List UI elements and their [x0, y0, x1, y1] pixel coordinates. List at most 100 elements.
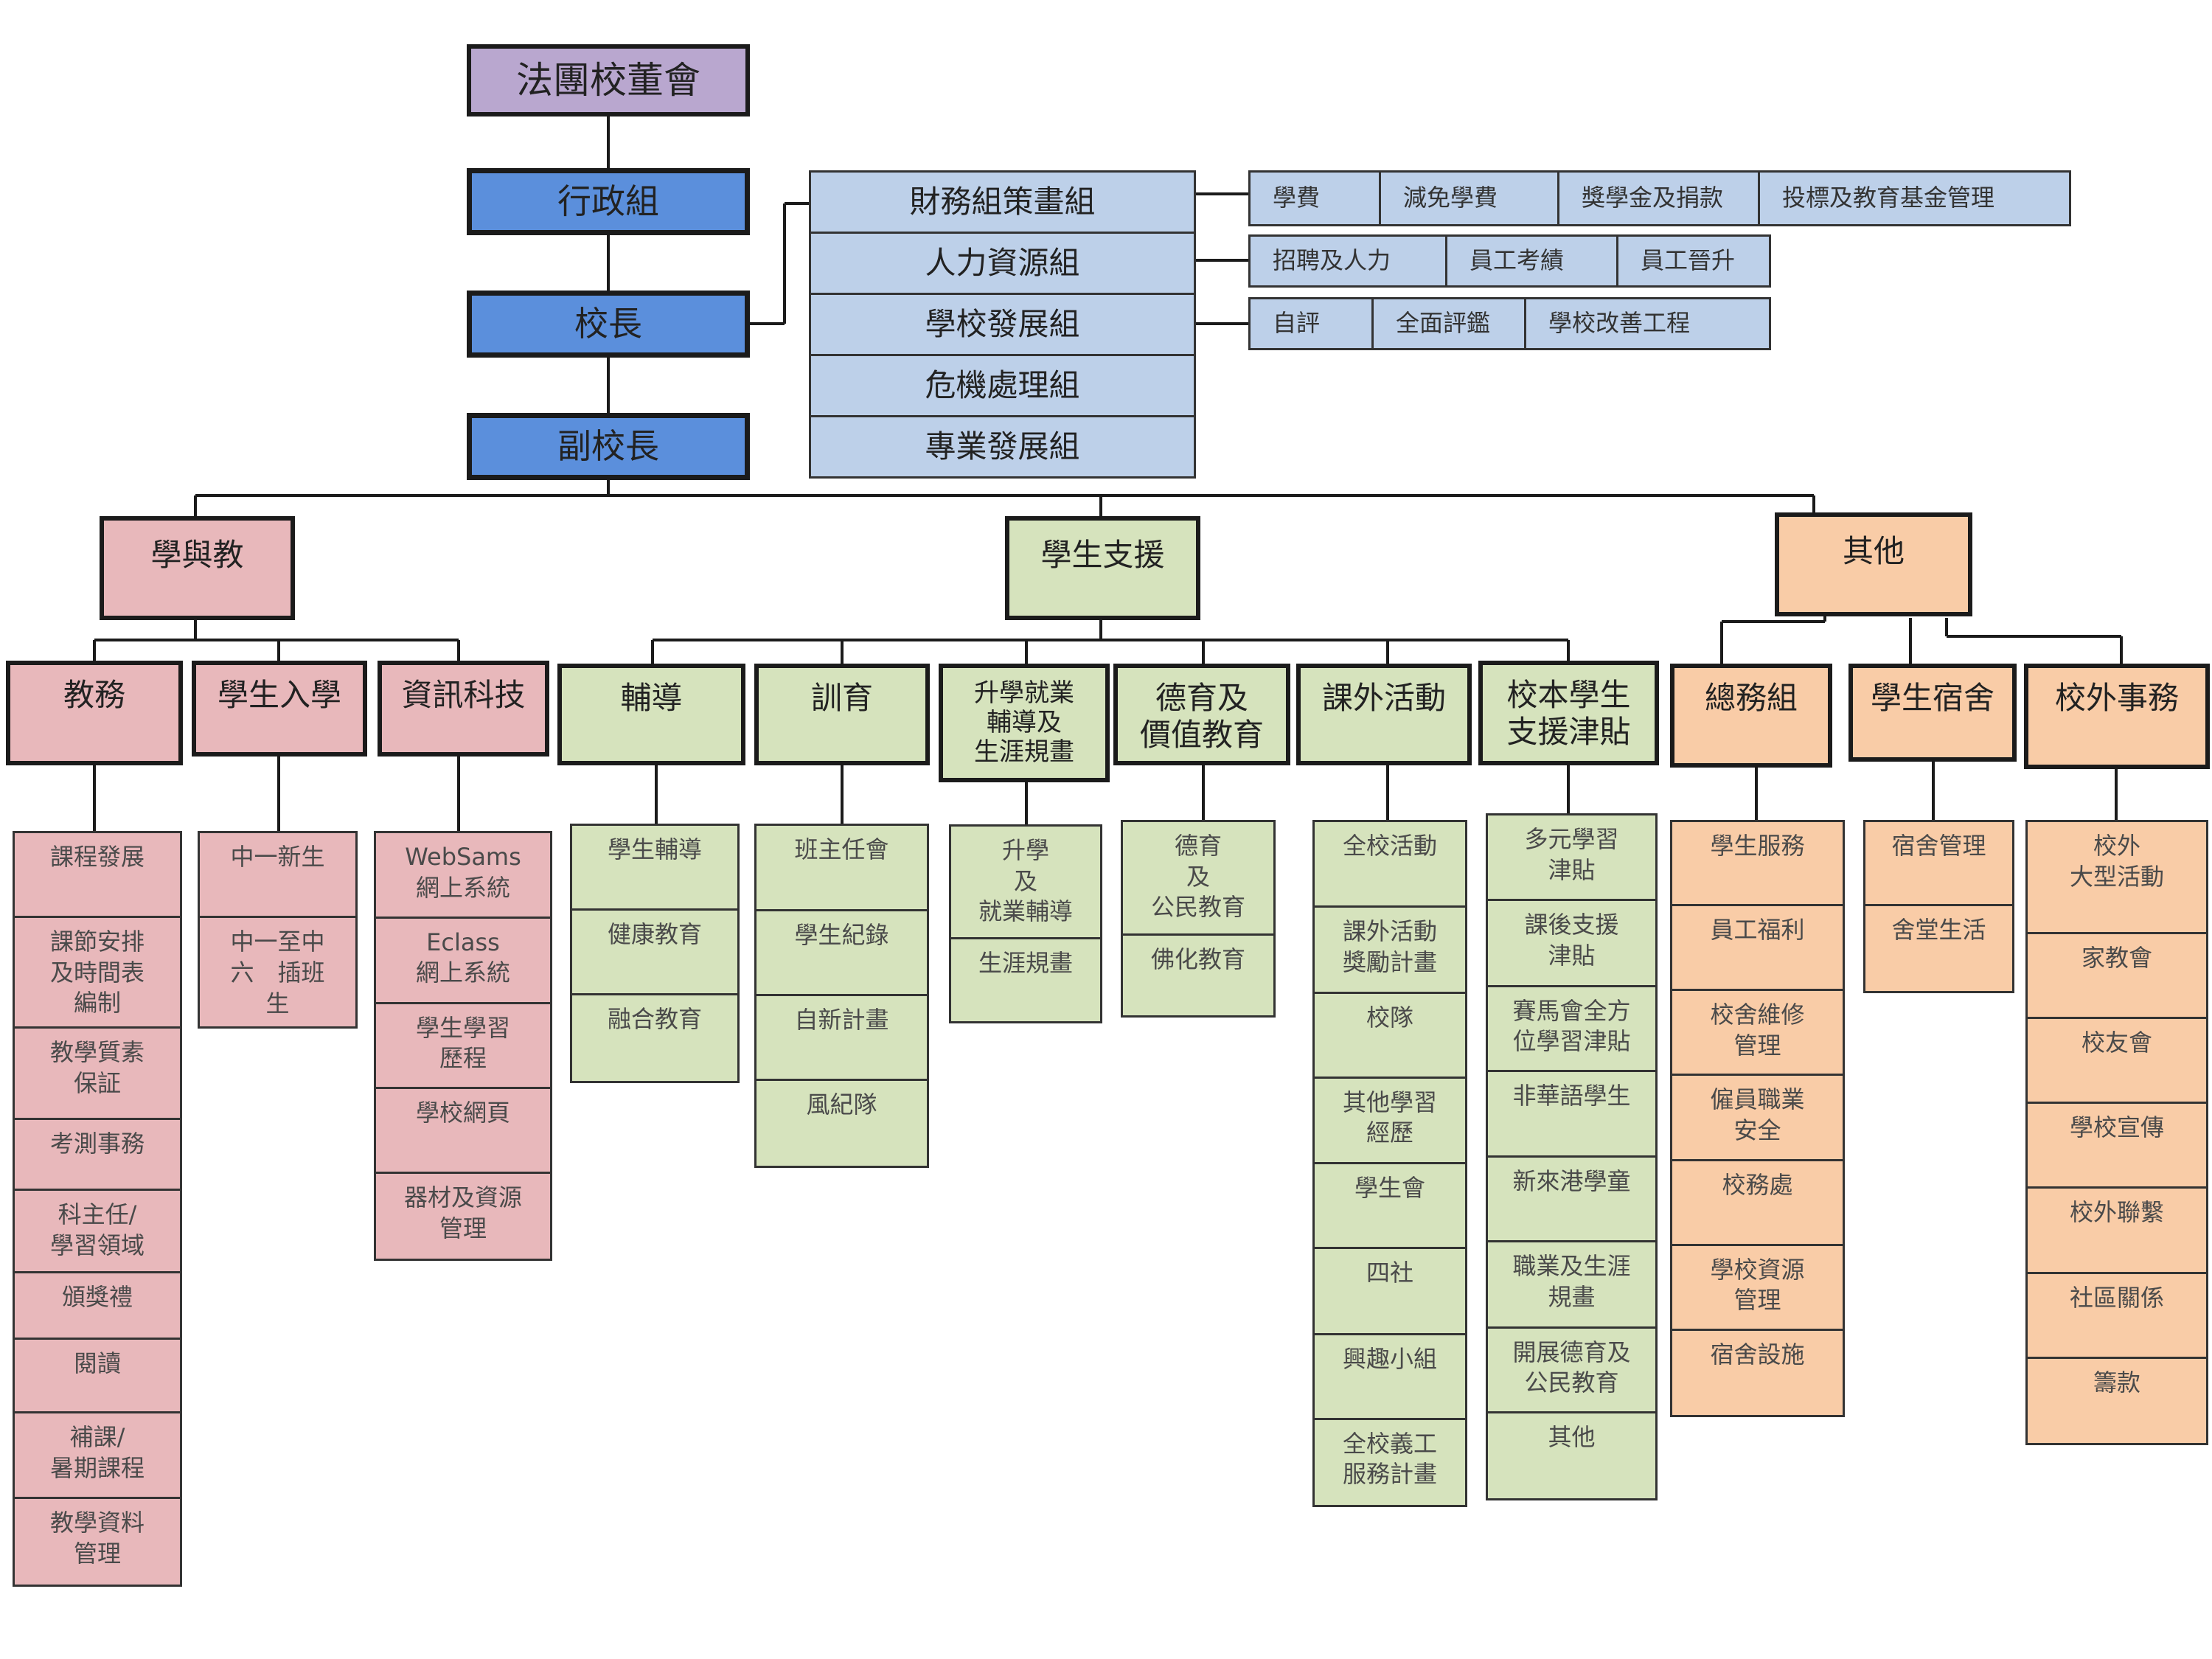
- list-item: 學校網頁: [376, 1089, 550, 1175]
- list-item: 開展德育及 公民教育: [1488, 1329, 1655, 1413]
- vice-principal-box: 副校長: [467, 413, 750, 480]
- list-item: 其他: [1548, 1422, 1596, 1451]
- list-item: 非華語學生: [1488, 1072, 1655, 1158]
- dept-general-affairs: 總務組: [1670, 664, 1832, 768]
- list-item: 補課/ 暑期課程: [15, 1413, 180, 1499]
- list-item: 校舍維修 管理: [1672, 991, 1843, 1077]
- list-item: 頒獎禮: [15, 1273, 180, 1340]
- items-guidance: 學生輔導 健康教育 融合教育: [570, 824, 740, 1083]
- division-student-support: 學生支援: [1005, 516, 1200, 620]
- items-career-guidance: 升學 及 就業輔導 生涯規畫: [949, 824, 1102, 1023]
- list-item: 學生輔導: [572, 826, 737, 911]
- list-item: 健康教育: [572, 911, 737, 996]
- team-crisis-management: 危機處理組: [809, 354, 1196, 417]
- dept-school-based-support: 校本學生 支援津貼: [1478, 661, 1659, 765]
- list-item: 風紀隊: [806, 1090, 877, 1119]
- list-item: 四社: [1315, 1249, 1465, 1335]
- list-item: 學生學習 歷程: [376, 1004, 550, 1090]
- division-learning-teaching: 學與教: [100, 516, 295, 620]
- dept-career-guidance: 升學就業 輔導及 生涯規畫: [939, 664, 1110, 782]
- dept-it: 資訊科技: [378, 661, 549, 757]
- list-item: 學生服務: [1672, 822, 1843, 907]
- list-item: 學校資源 管理: [1672, 1246, 1843, 1331]
- list-item: 宿舍管理: [1865, 822, 2012, 907]
- list-item: 僱員職業 安全: [1672, 1076, 1843, 1161]
- hr-item: 招聘及人力: [1248, 234, 1447, 288]
- dept-extracurricular: 課外活動: [1296, 664, 1472, 765]
- dept-academic-affairs: 教務: [6, 661, 183, 765]
- dept-boarding: 學生宿舍: [1848, 664, 2017, 762]
- development-item: 自評: [1248, 297, 1374, 350]
- list-item: 學生會: [1315, 1164, 1465, 1250]
- team-school-development: 學校發展組: [809, 293, 1196, 356]
- list-item: 課外活動 獎勵計畫: [1315, 908, 1465, 994]
- list-item: 升學 及 就業輔導: [951, 827, 1100, 939]
- dept-external-affairs: 校外事務: [2024, 664, 2210, 769]
- finance-item: 學費: [1248, 170, 1381, 226]
- list-item: 中一至中 六 插班 生: [230, 928, 325, 1018]
- admin-group-box: 行政組: [467, 168, 750, 235]
- items-external-affairs: 校外 大型活動 家教會 校友會 學校宣傳 校外聯繫 社區關係 籌款: [2025, 820, 2208, 1445]
- list-item: WebSams 網上系統: [376, 833, 550, 919]
- list-item: 考測事務: [15, 1120, 180, 1191]
- finance-item: 投標及教育基金管理: [1758, 170, 2071, 226]
- development-item: 全面評鑑: [1371, 297, 1526, 350]
- hr-item: 員工考績: [1445, 234, 1618, 288]
- list-item: 學校宣傳: [2028, 1104, 2206, 1189]
- division-others: 其他: [1775, 512, 1972, 616]
- list-item: 德育 及 公民教育: [1123, 822, 1273, 936]
- list-item: 課後支援 津貼: [1488, 901, 1655, 987]
- principal-box: 校長: [467, 291, 750, 358]
- dept-moral-education: 德育及 價值教育: [1113, 664, 1290, 765]
- dept-discipline: 訓育: [754, 664, 930, 765]
- list-item: 佛化教育: [1150, 945, 1245, 974]
- list-item: 生涯規畫: [978, 948, 1073, 977]
- board-box: 法團校董會: [467, 44, 750, 116]
- list-item: 融合教育: [607, 1005, 702, 1034]
- items-academic-affairs: 課程發展 課節安排 及時間表 編制 教學質素 保証 考測事務 科主任/ 學習領域…: [13, 831, 182, 1587]
- items-moral-education: 德育 及 公民教育 佛化教育: [1121, 820, 1276, 1018]
- list-item: 社區關係: [2028, 1274, 2206, 1359]
- list-item: 班主任會: [757, 826, 927, 911]
- list-item: 中一新生: [200, 833, 355, 919]
- items-discipline: 班主任會 學生紀錄 自新計畫 風紀隊: [754, 824, 929, 1168]
- list-item: 員工福利: [1672, 906, 1843, 992]
- list-item: 賽馬會全方 位學習津貼: [1488, 987, 1655, 1072]
- items-general-affairs: 學生服務 員工福利 校舍維修 管理 僱員職業 安全 校務處 學校資源 管理 宿舍…: [1670, 820, 1845, 1417]
- items-it: WebSams 網上系統 Eclass 網上系統 學生學習 歷程 學校網頁 器材…: [374, 831, 552, 1261]
- team-professional-development: 專業發展組: [809, 415, 1196, 479]
- items-school-based-support: 多元學習 津貼 課後支援 津貼 賽馬會全方 位學習津貼 非華語學生 新來港學童 …: [1486, 813, 1658, 1500]
- dept-guidance: 輔導: [557, 664, 745, 765]
- list-item: 學生紀錄: [757, 911, 927, 996]
- list-item: 籌款: [2093, 1368, 2140, 1397]
- list-item: 校外聯繫: [2028, 1189, 2206, 1274]
- list-item: 家教會: [2028, 934, 2206, 1020]
- list-item: 校外 大型活動: [2028, 822, 2206, 934]
- list-item: Eclass 網上系統: [376, 919, 550, 1004]
- list-item: 教學質素 保証: [15, 1029, 180, 1120]
- team-human-resources: 人力資源組: [809, 232, 1196, 295]
- list-item: 全校義工 服務計畫: [1342, 1429, 1437, 1489]
- list-item: 宿舍設施: [1710, 1340, 1805, 1368]
- list-item: 教學資料 管理: [49, 1509, 145, 1568]
- items-admission: 中一新生 中一至中 六 插班 生: [198, 831, 358, 1029]
- development-item: 學校改善工程: [1524, 297, 1771, 350]
- list-item: 校務處: [1672, 1161, 1843, 1246]
- list-item: 閱讀: [15, 1340, 180, 1413]
- hr-item: 員工晉升: [1616, 234, 1771, 288]
- list-item: 職業及生涯 規畫: [1488, 1242, 1655, 1329]
- list-item: 器材及資源 管理: [403, 1183, 522, 1242]
- list-item: 其他學習 經歷: [1315, 1079, 1465, 1164]
- finance-item: 獎學金及捐款: [1557, 170, 1760, 226]
- finance-item: 減免學費: [1379, 170, 1559, 226]
- items-boarding: 宿舍管理 舍堂生活: [1863, 820, 2014, 993]
- list-item: 科主任/ 學習領域: [15, 1191, 180, 1273]
- list-item: 舍堂生活: [1891, 916, 1986, 945]
- dept-admission: 學生入學: [192, 661, 367, 757]
- list-item: 全校活動: [1315, 822, 1465, 908]
- list-item: 多元學習 津貼: [1488, 815, 1655, 902]
- team-finance-planning: 財務組策畫組: [809, 170, 1196, 234]
- list-item: 自新計畫: [757, 996, 927, 1081]
- list-item: 課節安排 及時間表 編制: [15, 918, 180, 1029]
